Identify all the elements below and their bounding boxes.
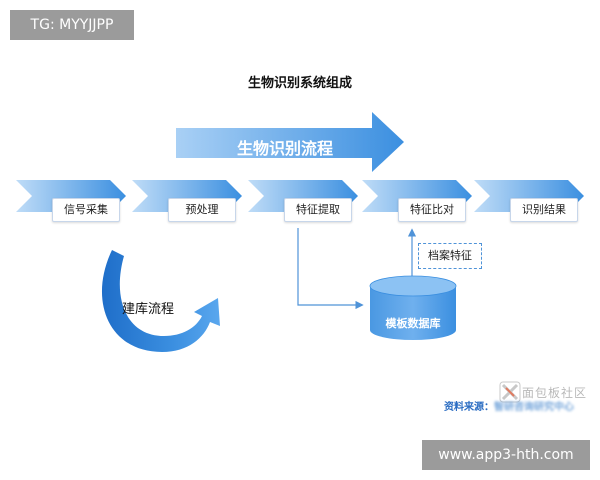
watermark-tag: TG: MYYJJPP bbox=[10, 10, 134, 40]
source-prefix: 资料来源： bbox=[444, 402, 494, 413]
template-database-cylinder bbox=[369, 275, 457, 340]
watermark-logo-icon bbox=[499, 381, 521, 403]
build-flow-curve-arrow bbox=[101, 250, 220, 352]
watermark-logo-text: 面包板社区 bbox=[522, 386, 588, 400]
watermark-url: www.app3-hth.com bbox=[422, 440, 590, 470]
source-note: 资料来源：智研咨询研究中心 bbox=[444, 398, 574, 413]
extract-to-db-connector bbox=[297, 228, 364, 310]
build-flow-label: 建库流程 bbox=[122, 302, 175, 317]
archive-feature-box: 档案特征 bbox=[418, 243, 482, 269]
step-label-3: 特征提取 bbox=[284, 198, 352, 222]
step-label-5: 识别结果 bbox=[510, 198, 578, 222]
main-flow-arrow bbox=[176, 112, 404, 172]
main-flow-label: 生物识别流程 bbox=[236, 139, 333, 158]
diagram-title: 生物识别系统组成 bbox=[247, 76, 352, 91]
source-blurred: 智研咨询研究中心 bbox=[494, 402, 574, 413]
step-label-2: 预处理 bbox=[168, 198, 236, 222]
step-label-4: 特征比对 bbox=[398, 198, 466, 222]
template-db-label: 模板数据库 bbox=[385, 317, 441, 330]
step-label-1: 信号采集 bbox=[52, 198, 120, 222]
